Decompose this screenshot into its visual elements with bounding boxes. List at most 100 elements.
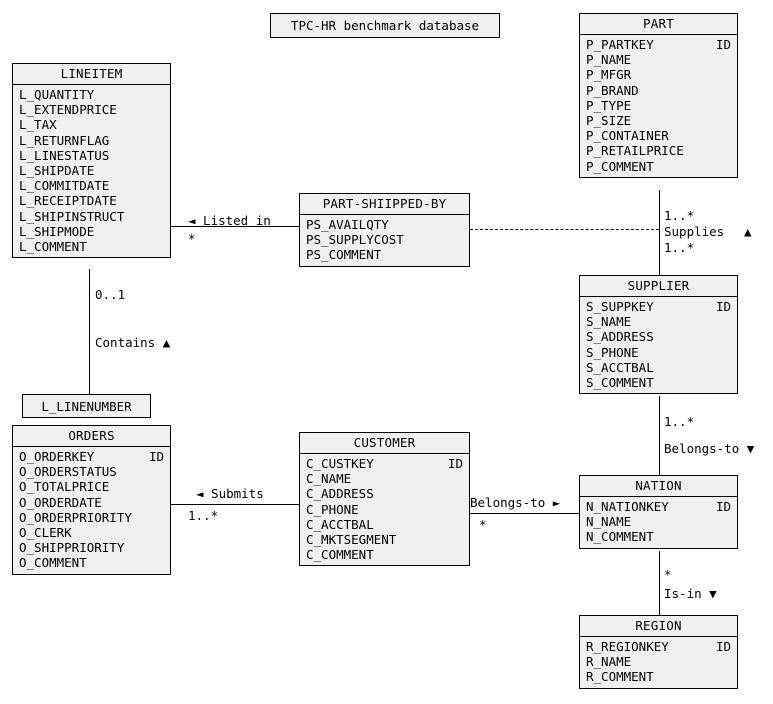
attribute-name: S_ACCTBAL bbox=[586, 359, 654, 375]
attribute-row: N_NAME bbox=[580, 514, 737, 529]
diagram-title-box: TPC-HR benchmark database bbox=[270, 13, 500, 38]
attribute-name: P_NAME bbox=[586, 52, 632, 68]
attribute-name: L_RECEIPTDATE bbox=[19, 193, 117, 209]
attribute-row: S_COMMENT bbox=[580, 375, 737, 390]
attribute-name: O_ORDERSTATUS bbox=[19, 464, 117, 480]
attribute-row: PS_COMMENT bbox=[300, 247, 469, 262]
attribute-name: L_QUANTITY bbox=[19, 87, 95, 102]
attribute-row: PS_AVAILQTY bbox=[300, 217, 469, 232]
attribute-row: O_ORDERPRIORITY bbox=[13, 510, 170, 525]
attribute-row: R_REGIONKEY ID bbox=[580, 639, 737, 654]
attribute-row: L_RETURNFLAG bbox=[13, 133, 170, 148]
attribute-name: PS_SUPPLYCOST bbox=[306, 232, 404, 248]
relationship-label-customer-belongs-to: Belongs-to ► bbox=[470, 495, 561, 510]
cardinality-listed-in-left: * bbox=[188, 231, 196, 246]
attribute-row: C_COMMENT bbox=[300, 547, 469, 562]
attribute-name: C_ADDRESS bbox=[306, 486, 374, 502]
entity-part-shipped-by[interactable]: PART-SHIIPPED-BY PS_AVAILQTY PS_SUPPLYCO… bbox=[299, 193, 470, 267]
attribute-name: P_MFGR bbox=[586, 67, 632, 83]
attribute-row: C_ACCTBAL bbox=[300, 517, 469, 532]
attribute-name: N_NATIONKEY bbox=[586, 499, 669, 514]
attribute-name: S_SUPPKEY bbox=[586, 299, 654, 314]
attribute-row: L_SHIPMODE bbox=[13, 224, 170, 239]
attribute-row: S_NAME bbox=[580, 314, 737, 329]
attribute-row: O_ORDERKEY ID bbox=[13, 449, 170, 464]
attribute-row: C_ADDRESS bbox=[300, 486, 469, 501]
attribute-row: L_QUANTITY bbox=[13, 87, 170, 102]
attribute-row: C_MKTSEGMENT bbox=[300, 532, 469, 547]
cardinality-supplies-bottom: 1..* bbox=[664, 240, 695, 255]
attribute-name: P_RETAILPRICE bbox=[586, 143, 684, 159]
attribute-name: R_COMMENT bbox=[586, 669, 654, 685]
attribute-row: P_CONTAINER bbox=[580, 128, 737, 143]
attribute-name: L_RETURNFLAG bbox=[19, 132, 110, 148]
attribute-name: L_TAX bbox=[19, 117, 57, 133]
attribute-name: R_REGIONKEY bbox=[586, 639, 669, 654]
attribute-name: L_SHIPINSTRUCT bbox=[19, 208, 125, 224]
entity-title-lineitem: LINEITEM bbox=[13, 64, 170, 85]
attribute-row: P_MFGR bbox=[580, 67, 737, 82]
attribute-name: PS_AVAILQTY bbox=[306, 217, 389, 232]
attribute-row: PS_SUPPLYCOST bbox=[300, 232, 469, 247]
attribute-name: S_COMMENT bbox=[586, 374, 654, 390]
attribute-name: O_COMMENT bbox=[19, 555, 87, 571]
relationship-label-contains: Contains ▲ bbox=[95, 335, 171, 350]
attribute-name: O_CLERK bbox=[19, 524, 72, 540]
attribute-name: S_NAME bbox=[586, 314, 632, 330]
attribute-name: P_BRAND bbox=[586, 82, 639, 98]
connector-partshippedby-supplies-dashed bbox=[470, 229, 659, 230]
relationship-label-supplies: Supplies bbox=[664, 224, 725, 239]
entity-lineitem[interactable]: LINEITEM L_QUANTITY L_EXTENDPRICE L_TAX … bbox=[12, 63, 171, 259]
relationship-arrow-supplies: ▲ bbox=[744, 224, 752, 239]
association-attribute-label: L_LINENUMBER bbox=[41, 399, 132, 414]
attribute-name: L_SHIPMODE bbox=[19, 223, 95, 239]
attribute-name: L_COMMENT bbox=[19, 238, 87, 254]
association-attribute-linenumber[interactable]: L_LINENUMBER bbox=[22, 394, 151, 418]
attribute-row: L_SHIPINSTRUCT bbox=[13, 209, 170, 224]
attribute-name: S_PHONE bbox=[586, 344, 639, 360]
attribute-row: S_PHONE bbox=[580, 345, 737, 360]
attribute-row: C_NAME bbox=[300, 471, 469, 486]
attribute-row: P_TYPE bbox=[580, 98, 737, 113]
attribute-key: ID bbox=[148, 449, 164, 464]
entity-title-part: PART bbox=[580, 14, 737, 35]
attribute-name: O_SHIPPRIORITY bbox=[19, 540, 125, 556]
attribute-row: O_TOTALPRICE bbox=[13, 479, 170, 494]
entity-attributes-region: R_REGIONKEY ID R_NAME R_COMMENT bbox=[580, 637, 737, 688]
attribute-row: O_ORDERDATE bbox=[13, 495, 170, 510]
attribute-name: N_NAME bbox=[586, 514, 632, 530]
entity-attributes-part-shipped-by: PS_AVAILQTY PS_SUPPLYCOST PS_COMMENT bbox=[300, 215, 469, 266]
attribute-name: O_TOTALPRICE bbox=[19, 479, 110, 495]
cardinality-customer-belongs-to-left: * bbox=[479, 517, 487, 532]
attribute-name: L_LINESTATUS bbox=[19, 147, 110, 163]
attribute-name: R_NAME bbox=[586, 654, 632, 670]
attribute-row: N_COMMENT bbox=[580, 529, 737, 544]
attribute-name: S_ADDRESS bbox=[586, 329, 654, 345]
relationship-label-is-in: Is-in ▼ bbox=[664, 586, 717, 601]
attribute-key: ID bbox=[715, 639, 731, 654]
attribute-name: P_COMMENT bbox=[586, 158, 654, 174]
attribute-row: S_ACCTBAL bbox=[580, 360, 737, 375]
attribute-row: S_ADDRESS bbox=[580, 329, 737, 344]
diagram-title: TPC-HR benchmark database bbox=[290, 18, 480, 33]
attribute-row: L_RECEIPTDATE bbox=[13, 193, 170, 208]
connector-part-supplier-trunk bbox=[659, 190, 660, 275]
entity-title-customer: CUSTOMER bbox=[300, 433, 469, 454]
attribute-row: L_SHIPDATE bbox=[13, 163, 170, 178]
attribute-name: O_ORDERKEY bbox=[19, 449, 95, 464]
attribute-name: L_COMMITDATE bbox=[19, 178, 110, 194]
attribute-row: L_LINESTATUS bbox=[13, 148, 170, 163]
